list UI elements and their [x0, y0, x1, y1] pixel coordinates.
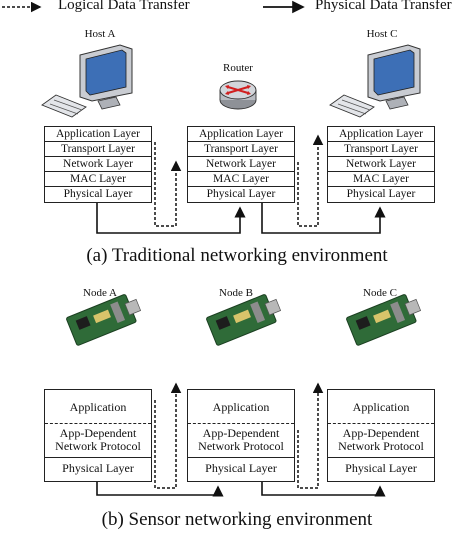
- mac-layer: MAC Layer: [188, 172, 294, 187]
- physical-path-router-c: [261, 203, 380, 234]
- traditional-flow-arrows: [96, 134, 474, 234]
- host-c-stack: Application Layer Transport Layer Networ…: [327, 126, 435, 203]
- network-protocol-layer: App-Dependent Network Protocol: [328, 424, 434, 458]
- physical-layer: Physical Layer: [345, 461, 417, 475]
- transport-layer: Transport Layer: [328, 142, 434, 157]
- legend: Logical Data Transfer Physical Data Tran…: [0, 0, 474, 20]
- caption-traditional: (a) Traditional networking environment: [86, 245, 388, 266]
- node-b-label: Node B: [219, 287, 253, 299]
- node-b-stack: Application App-Dependent Network Protoc…: [187, 389, 295, 482]
- mac-layer: MAC Layer: [328, 172, 434, 187]
- sensor-devices: [66, 294, 422, 346]
- sensor-board-icon-a: [66, 294, 142, 346]
- physical-path-a-router: [96, 203, 246, 234]
- network-protocol-line1: App-Dependent: [202, 426, 280, 440]
- router-icon: [219, 80, 257, 110]
- network-protocol-line2: Network Protocol: [55, 439, 141, 453]
- node-a-stack: Application App-Dependent Network Protoc…: [44, 389, 152, 482]
- caption-sensor: (b) Sensor networking environment: [101, 509, 373, 530]
- physical-layer: Physical Layer: [63, 188, 133, 200]
- network-layer: Network Layer: [45, 157, 151, 172]
- application-layer: Application: [45, 390, 151, 424]
- computer-icon-host-c: [329, 44, 421, 118]
- network-protocol-line2: Network Protocol: [198, 439, 284, 453]
- logical-path-router-c: [297, 134, 324, 227]
- logical-path-b-c: [297, 382, 324, 489]
- logical-path-a-b: [154, 382, 182, 489]
- transport-layer: Transport Layer: [188, 142, 294, 157]
- logical-legend-label: Logical Data Transfer: [58, 0, 190, 13]
- application-layer: Application Layer: [45, 127, 151, 142]
- sensor-board-icon-c: [346, 294, 422, 346]
- application-layer: Application: [328, 390, 434, 424]
- network-protocol-layer: App-Dependent Network Protocol: [188, 424, 294, 458]
- node-c-label: Node C: [363, 287, 397, 299]
- mac-layer: MAC Layer: [45, 172, 151, 187]
- network-protocol-line1: App-Dependent: [59, 426, 137, 440]
- transport-layer: Transport Layer: [45, 142, 151, 157]
- physical-layer: Physical Layer: [346, 188, 416, 200]
- network-layer: Network Layer: [328, 157, 434, 172]
- traditional-devices: [41, 44, 421, 118]
- network-protocol-line1: App-Dependent: [342, 426, 420, 440]
- node-c-stack: Application App-Dependent Network Protoc…: [327, 389, 435, 482]
- router-label: Router: [223, 62, 253, 74]
- physical-path-a-b: [96, 482, 224, 497]
- application-layer: Application Layer: [188, 127, 294, 142]
- host-a-stack: Application Layer Transport Layer Networ…: [44, 126, 152, 203]
- host-a-label: Host A: [84, 28, 116, 40]
- physical-layer: Physical Layer: [205, 461, 277, 475]
- physical-layer: Physical Layer: [62, 461, 134, 475]
- sensor-board-icon-b: [206, 294, 282, 346]
- logical-path-a-router: [154, 142, 182, 227]
- network-protocol-line2: Network Protocol: [338, 439, 424, 453]
- application-layer: Application: [188, 390, 294, 424]
- node-a-label: Node A: [83, 287, 117, 299]
- legend-arrows: [2, 0, 305, 14]
- router-stack: Application Layer Transport Layer Networ…: [187, 126, 295, 203]
- physical-path-b-c: [261, 482, 386, 497]
- computer-icon-host-a: [41, 44, 133, 118]
- application-layer: Application Layer: [328, 127, 434, 142]
- physical-layer: Physical Layer: [206, 188, 276, 200]
- host-c-label: Host C: [366, 28, 398, 40]
- network-protocol-layer: App-Dependent Network Protocol: [45, 424, 151, 458]
- network-layer: Network Layer: [188, 157, 294, 172]
- physical-legend-label: Physical Data Transfer: [315, 0, 452, 13]
